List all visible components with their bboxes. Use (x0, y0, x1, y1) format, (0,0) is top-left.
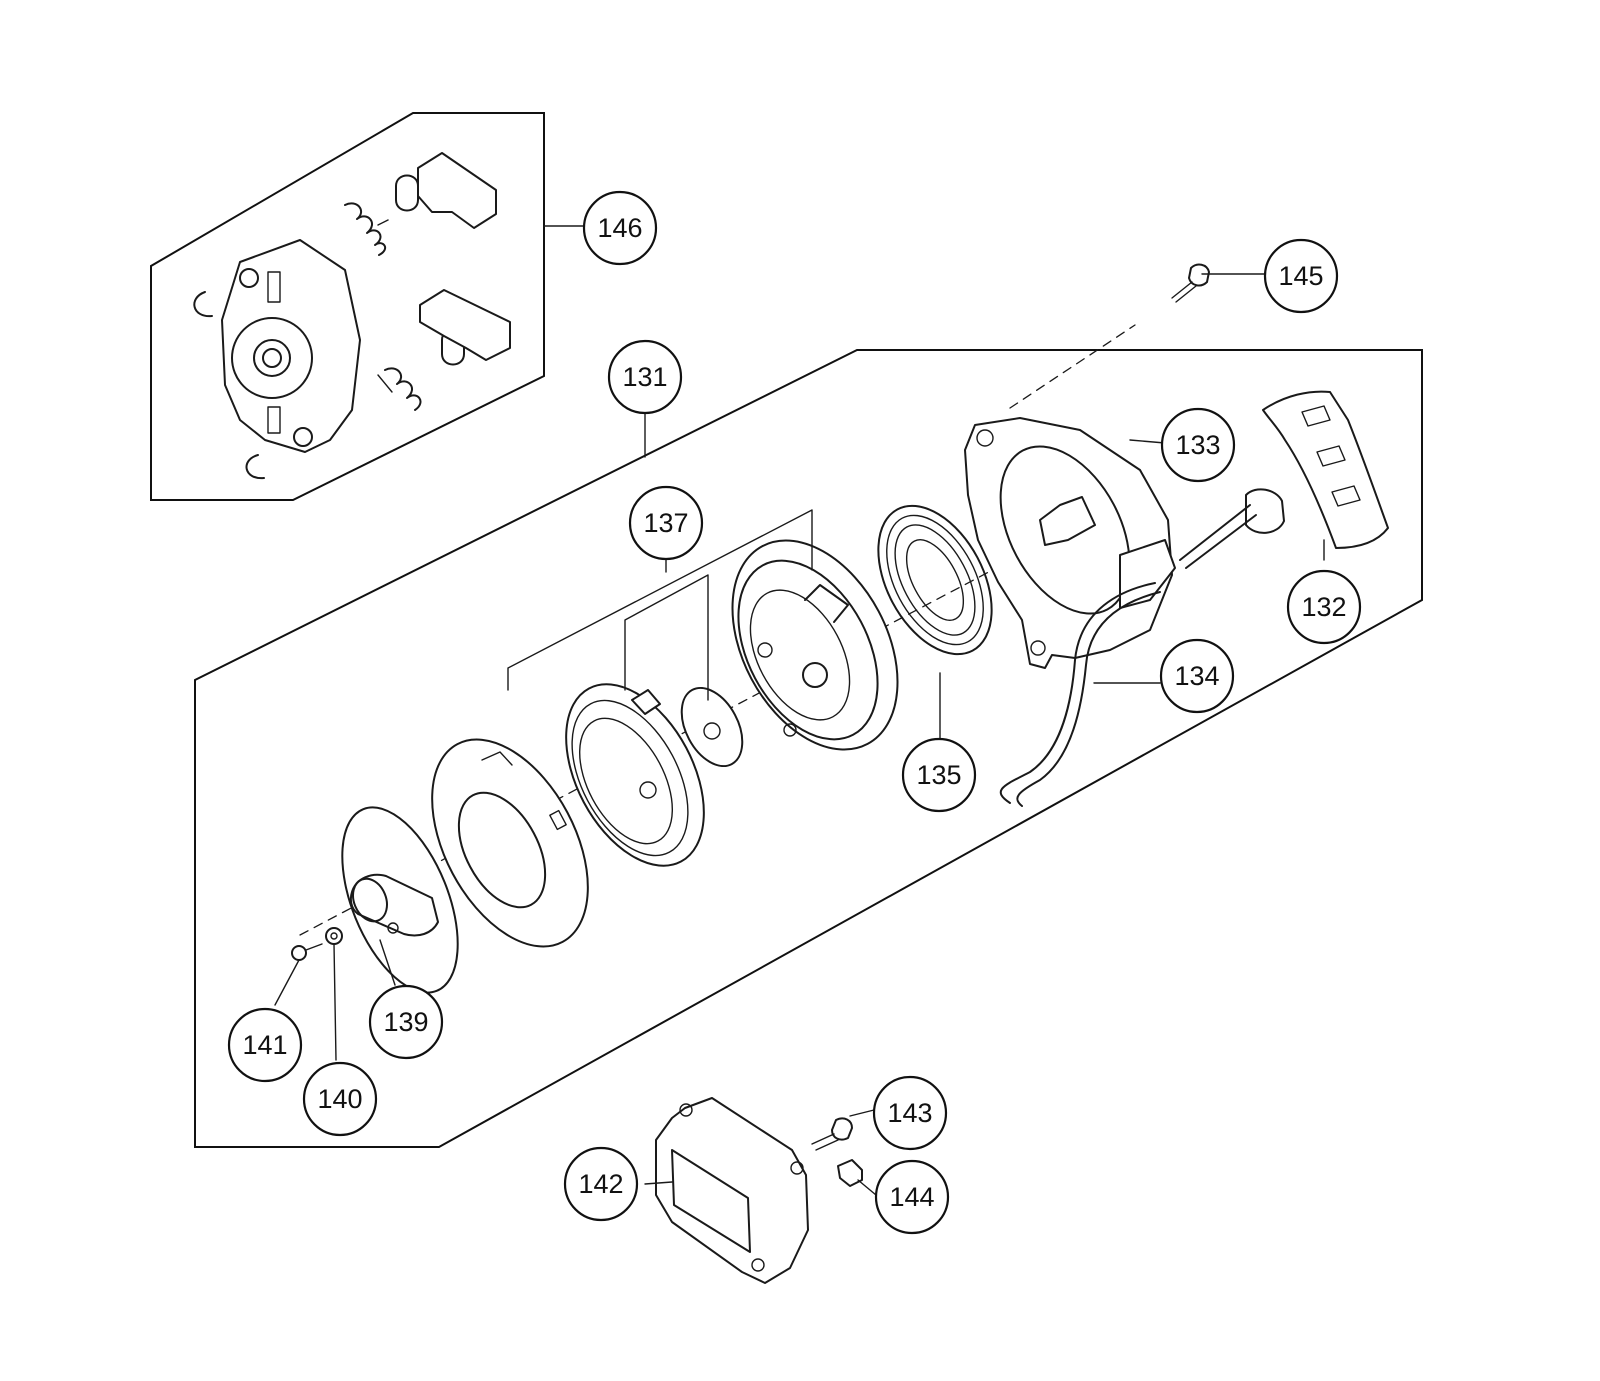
callout-145: 145 (1263, 238, 1339, 314)
assembly-131-frame (194, 349, 1423, 1148)
callout-132: 132 (1286, 569, 1362, 645)
leader-lines (274, 225, 1325, 1196)
nut-144-part (837, 1159, 863, 1187)
svg-text:133: 133 (1175, 430, 1220, 460)
bolt-145-part (1171, 263, 1210, 303)
svg-text:139: 139 (383, 1007, 428, 1037)
rope-reel-part (731, 539, 899, 751)
callout-134: 134 (1159, 638, 1235, 714)
svg-text:140: 140 (317, 1084, 362, 1114)
starter-case-part (964, 417, 1176, 669)
small-washer-part (325, 927, 343, 945)
washer-part (680, 686, 744, 768)
spring-case-part (565, 683, 705, 867)
flange-part (341, 806, 459, 994)
callout-143: 143 (872, 1075, 948, 1151)
small-screw-part (291, 943, 323, 961)
callout-133: 133 (1160, 407, 1236, 483)
callout-135: 135 (901, 737, 977, 813)
pawl-plate-part (221, 239, 361, 453)
callout-139: 139 (368, 984, 444, 1060)
starter-handle-part (1179, 390, 1389, 569)
screw-axis-line (1009, 324, 1136, 409)
svg-text:145: 145 (1278, 261, 1323, 291)
svg-text:132: 132 (1301, 592, 1346, 622)
starter-rope-part (999, 582, 1156, 804)
callout-142: 142 (563, 1146, 639, 1222)
svg-text:131: 131 (622, 362, 667, 392)
svg-text:135: 135 (916, 760, 961, 790)
svg-text:137: 137 (643, 508, 688, 538)
recoil-spring-part (877, 504, 993, 656)
svg-text:134: 134 (1174, 661, 1219, 691)
svg-text:144: 144 (889, 1182, 934, 1212)
svg-text:141: 141 (242, 1030, 287, 1060)
callout-144: 144 (874, 1159, 950, 1235)
pawl-parts (395, 152, 511, 366)
spring-parts (344, 202, 422, 411)
kit-146-frame (150, 112, 545, 501)
svg-text:146: 146 (597, 213, 642, 243)
e-clip-parts (193, 291, 265, 480)
svg-text:142: 142 (578, 1169, 623, 1199)
callout-131: 131 (607, 339, 683, 415)
fan-cover-part (655, 1097, 809, 1284)
callout-140: 140 (302, 1061, 378, 1137)
callout-146: 146 (582, 190, 658, 266)
bolt-143-part (811, 1117, 853, 1151)
svg-text:143: 143 (887, 1098, 932, 1128)
drum-part (431, 738, 589, 948)
callout-137: 137 (628, 485, 704, 561)
callout-141: 141 (227, 1007, 303, 1083)
